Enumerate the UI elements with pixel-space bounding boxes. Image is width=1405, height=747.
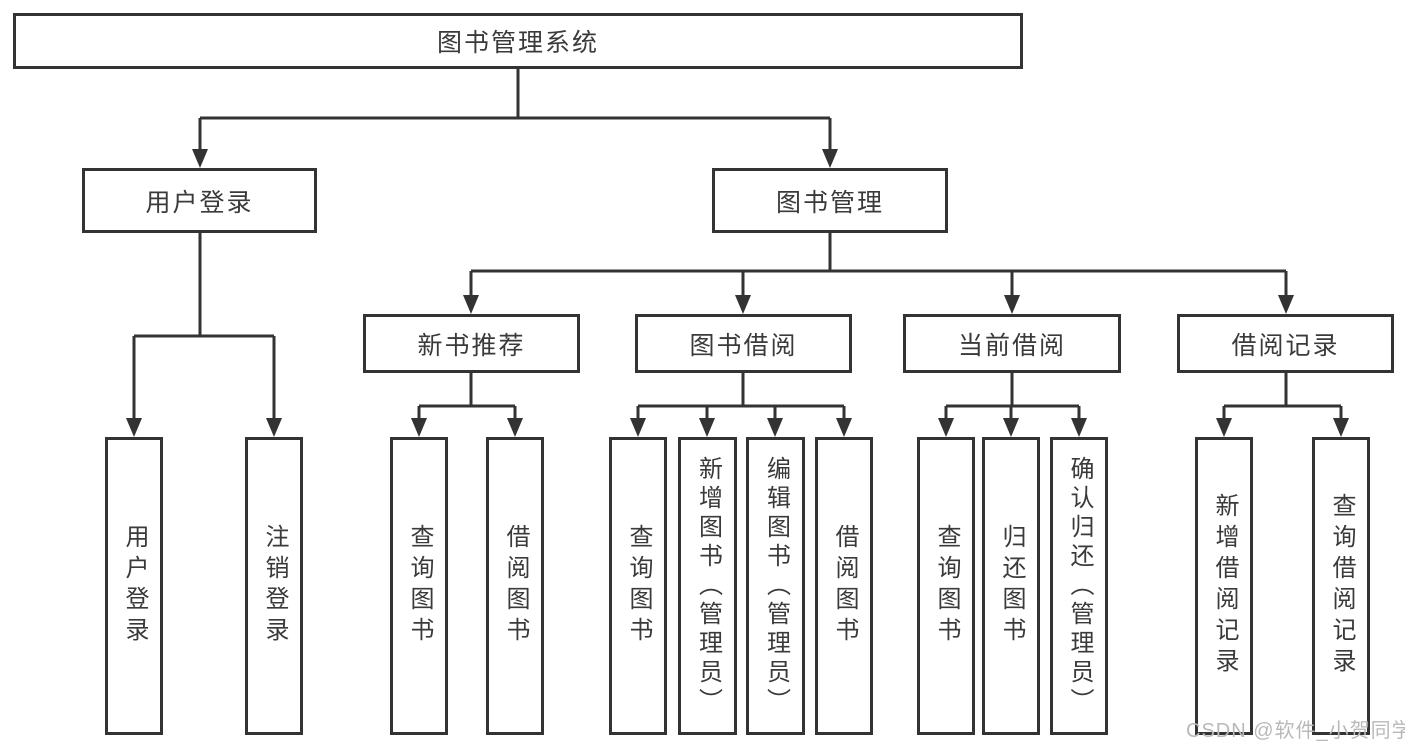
node-label: 用户登录 — [145, 188, 254, 217]
leaf-add-book-admin: 新增图书（管理员） — [678, 437, 737, 735]
leaf-query-books-borrow: 查询图书 — [609, 437, 667, 735]
node-label: 编辑图书（管理员） — [762, 455, 790, 717]
leaf-logout: 注销登录 — [245, 437, 303, 735]
arrowhead-icons — [126, 149, 1349, 437]
node-book-borrow: 图书借阅 — [635, 314, 852, 373]
watermark: CSDN @软件_小贺同学 — [1186, 720, 1405, 742]
node-label: 借阅图书 — [502, 524, 529, 648]
node-label: 图书管理 — [775, 188, 884, 217]
leaf-query-books-current: 查询图书 — [917, 437, 975, 735]
node-label: 注销登录 — [261, 524, 288, 648]
node-label: 当前借阅 — [957, 331, 1066, 360]
leaf-add-borrow-record: 新增借阅记录 — [1195, 437, 1253, 735]
leaf-user-login: 用户登录 — [105, 437, 163, 735]
node-current-borrow: 当前借阅 — [903, 314, 1121, 373]
node-label: 借阅图书 — [831, 524, 858, 648]
node-user-login: 用户登录 — [82, 168, 317, 233]
node-label: 借阅记录 — [1231, 331, 1340, 360]
node-label: 图书管理系统 — [436, 29, 599, 57]
node-label: 新增图书（管理员） — [694, 455, 722, 717]
node-label: 查询图书 — [625, 524, 652, 648]
leaf-edit-book-admin: 编辑图书（管理员） — [746, 437, 805, 735]
node-label: 归还图书 — [998, 524, 1025, 648]
node-label: 新书推荐 — [417, 331, 526, 360]
node-borrow-records: 借阅记录 — [1177, 314, 1394, 373]
leaf-query-borrow-record: 查询借阅记录 — [1312, 437, 1370, 735]
leaf-confirm-return-admin: 确认归还（管理员） — [1050, 437, 1108, 735]
node-label: 图书借阅 — [689, 331, 798, 360]
node-label: 用户登录 — [121, 524, 148, 648]
node-label: 确认归还（管理员） — [1066, 455, 1093, 717]
node-new-book-recommend: 新书推荐 — [363, 314, 580, 373]
leaf-return-book: 归还图书 — [982, 437, 1040, 735]
leaf-borrow-books-recommend: 借阅图书 — [486, 437, 544, 735]
node-label: 查询图书 — [933, 524, 960, 648]
leaf-query-books-recommend: 查询图书 — [390, 437, 448, 735]
node-label: 查询图书 — [406, 524, 433, 648]
node-label: 查询借阅记录 — [1328, 493, 1355, 679]
node-label: 新增借阅记录 — [1211, 493, 1238, 679]
leaf-borrow-books: 借阅图书 — [815, 437, 873, 735]
node-book-management: 图书管理 — [712, 168, 948, 233]
node-root: 图书管理系统 — [13, 13, 1023, 69]
